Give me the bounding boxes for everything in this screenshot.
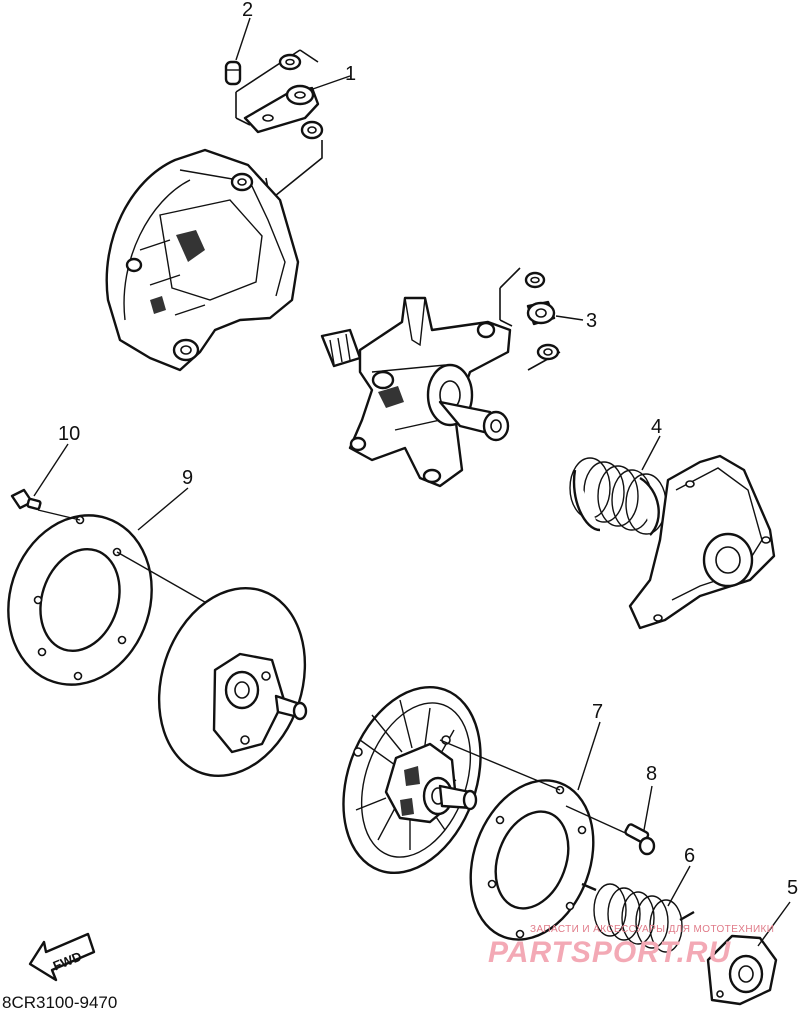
part-5-spring-seat: [706, 934, 778, 1006]
callout-7: 7: [592, 701, 603, 723]
part-2-bolt: [224, 60, 242, 86]
fwd-arrow-icon: FWD: [28, 932, 96, 982]
callout-2: 2: [242, 0, 253, 21]
callout-6: 6: [684, 845, 695, 867]
part-6-spring: [581, 882, 695, 953]
secondary-movable-sheave: [342, 685, 482, 875]
primary-sheave: [105, 148, 300, 372]
watermark-tagline: ЗАПАСТИ И АКСЕССУАРЫ ДЛЯ МОТОТЕХНИКИ: [530, 924, 774, 935]
part-7-plate: [439, 739, 633, 941]
callout-3: 3: [586, 310, 597, 332]
diagram-code: 8CR3100-9470: [2, 993, 117, 1012]
leader-lines: [33, 17, 791, 947]
part-10-bolt: [10, 488, 42, 511]
secondary-fixed-sheave: [157, 586, 308, 778]
callout-1: 1: [345, 63, 356, 85]
callouts: 1 2 3 4 5 6 7 8 9 10: [58, 0, 798, 899]
watermark: ЗАПАСТИ И АКСЕССУАРЫ ДЛЯ МОТОТЕХНИКИ PAR…: [488, 924, 774, 969]
callout-9: 9: [182, 467, 193, 489]
callout-8: 8: [646, 763, 657, 785]
part-4-spring: [569, 457, 667, 536]
part-3-rollers: [499, 267, 561, 371]
callout-10: 10: [58, 423, 80, 445]
watermark-brand: PARTSPORT.RU: [488, 936, 731, 969]
primary-cover: [628, 454, 776, 630]
part-8-bolt: [624, 823, 656, 856]
part-1-weight-holder: [235, 49, 324, 201]
part-9-plate: [7, 509, 211, 686]
callout-4: 4: [651, 416, 662, 438]
callout-5: 5: [787, 877, 798, 899]
spider-hub: [320, 296, 512, 488]
